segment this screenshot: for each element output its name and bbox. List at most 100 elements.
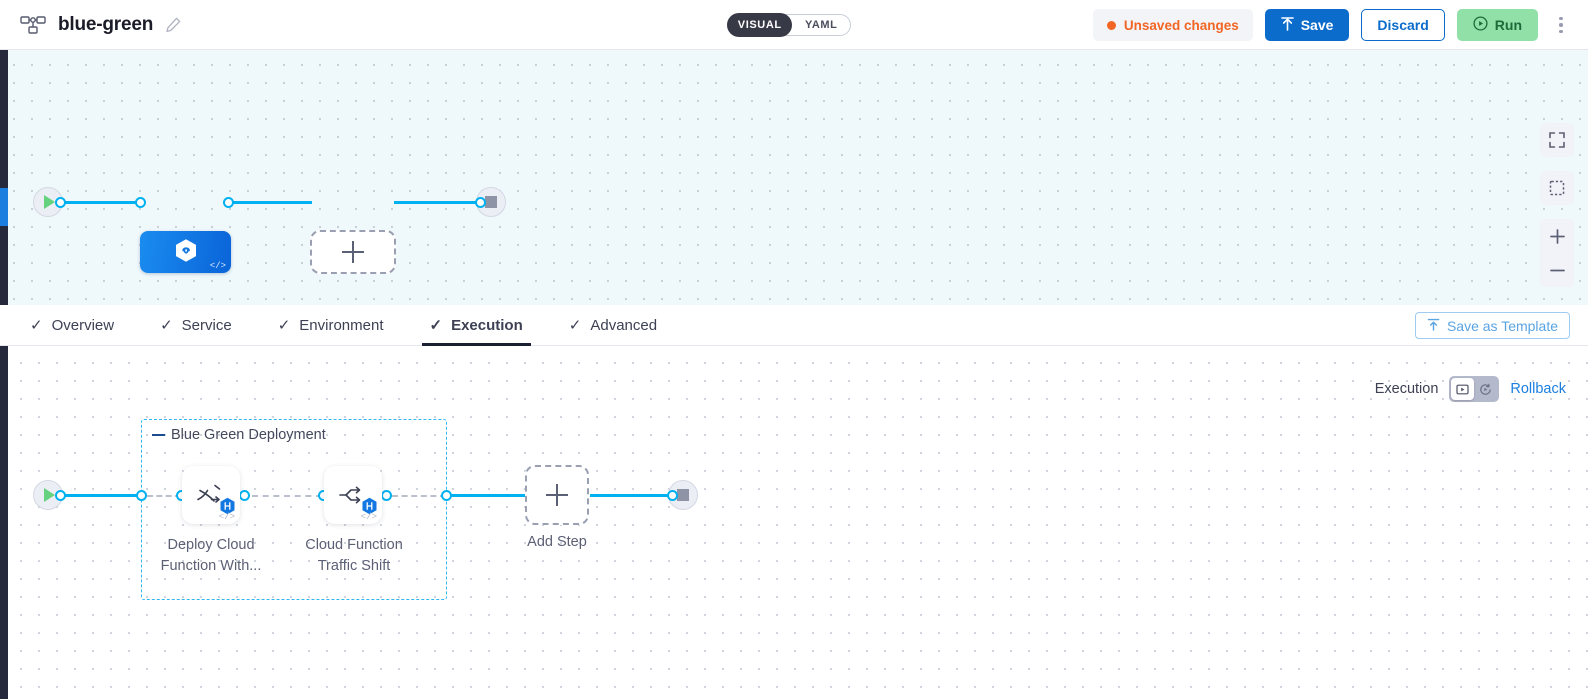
step-group-title: Blue Green Deployment [152,427,326,443]
stop-icon [485,196,497,208]
traffic-shift-icon [336,480,370,510]
save-as-template-button[interactable]: Save as Template [1414,312,1570,339]
tab-service[interactable]: ✓ Service [144,305,248,346]
tab-environment-label: Environment [299,316,384,334]
step-node-cloud-function-traffic-shift[interactable]: </> [324,466,382,524]
step1-code-badge: </> [218,512,235,522]
step2-label: Cloud Function Traffic Shift [305,537,403,574]
tab-yaml[interactable]: YAML [804,19,838,31]
header-left: blue-green [0,14,182,36]
add-step-label: Add Step [527,534,587,550]
port-group-out[interactable] [441,490,452,501]
check-icon: ✓ [160,317,173,334]
play-circle-icon [1473,16,1488,34]
execution-mode-controls: Execution Rollback [1375,376,1566,402]
tab-overview-label: Overview [51,316,115,334]
check-icon: ✓ [30,317,43,334]
zoom-controls [1540,219,1574,287]
wire-start-to-stage [58,201,142,204]
header-actions: Unsaved changes Save Discard [1092,9,1572,41]
port-stage-in[interactable] [135,197,146,208]
unsaved-dot-icon [1106,20,1116,30]
upload-arrow-icon [1280,16,1294,34]
status-badge-unsaved: Unsaved changes [1092,9,1253,41]
save-template-icon [1427,318,1440,334]
app-header: blue-green VISUAL YAML Unsaved changes [0,0,1588,50]
add-stage-button[interactable] [310,230,396,274]
tab-service-label: Service [181,316,232,334]
save-button[interactable]: Save [1264,9,1350,41]
tab-environment[interactable]: ✓ Environment [262,305,400,346]
deploy-cloud-function-icon [194,480,228,510]
view-mode-toggle[interactable]: VISUAL YAML [727,12,851,37]
pipeline-nodes-icon [20,15,46,35]
stage-canvas[interactable]: </> helloHttp Add Stage [0,50,1588,305]
zoom-in-button[interactable] [1540,219,1574,253]
pencil-icon[interactable] [165,16,182,33]
fullscreen-icon[interactable] [1540,123,1574,157]
hexagon-link-icon [173,238,199,266]
wire-step1-to-step2 [252,495,322,497]
check-icon: ✓ [429,317,443,334]
canvas-left-rail [0,50,8,305]
step1-label: Deploy Cloud Function With... [160,537,262,574]
stage-config-tabs: ✓ Overview ✓ Service ✓ Environment ✓ Exe… [0,305,1588,346]
port-end-in[interactable] [475,197,486,208]
port-step-start-out[interactable] [55,490,66,501]
play-icon [44,488,55,502]
wire-group-to-add-step [444,494,526,497]
stage-node-hellohttp[interactable]: </> [140,231,231,273]
check-icon: ✓ [277,317,291,334]
wire-start-to-group [58,494,146,497]
zoom-out-button[interactable] [1540,253,1574,287]
wire-add-step-to-end [590,494,672,497]
tab-advanced-label: Advanced [590,316,658,334]
stage-code-badge: </> [209,261,226,271]
port-step-end-in[interactable] [667,490,678,501]
canvas-rail-highlight [0,188,8,226]
save-label: Save [1300,17,1334,33]
stage-canvas-controls [1540,123,1574,287]
execution-rollback-toggle[interactable] [1449,376,1500,402]
stop-icon [677,489,689,501]
discard-label: Discard [1377,17,1429,33]
kebab-menu-icon[interactable] [1550,9,1572,41]
wire-group-in [147,495,181,497]
run-label: Run [1494,17,1522,33]
harness-hex-badge [361,497,378,515]
wire-add-to-end [394,201,480,204]
page-title: blue-green [58,13,154,35]
step-group-blue-green-deployment[interactable] [141,419,447,600]
tab-execution[interactable]: ✓ Execution [414,305,539,346]
execution-label: Execution [1374,381,1439,397]
step-canvas-left-rail [0,346,8,699]
rollback-clock-icon[interactable] [1474,378,1497,400]
dashed-square-icon[interactable] [1540,171,1574,205]
collapse-dash-icon[interactable] [152,433,165,437]
wire-step2-to-group-out [392,495,446,497]
port-step1-out[interactable] [239,490,250,501]
harness-hex-badge [219,497,236,515]
execution-steps-icon[interactable] [1451,378,1475,400]
step-canvas[interactable]: Blue Green Deployment [0,346,1588,699]
step-node-deploy-cloud-function[interactable]: </> [182,466,240,524]
rollback-link[interactable]: Rollback [1510,381,1566,397]
discard-button[interactable]: Discard [1361,9,1445,41]
tab-advanced[interactable]: ✓ Advanced [553,305,673,346]
add-step-button[interactable] [525,465,589,525]
port-group-in[interactable] [136,490,147,501]
run-button[interactable]: Run [1456,9,1538,41]
tab-overview[interactable]: ✓ Overview [14,305,130,346]
port-stage-out[interactable] [223,197,234,208]
port-start-out[interactable] [55,197,66,208]
tab-visual[interactable]: VISUAL [727,12,793,37]
wire-stage-to-add [228,201,312,204]
port-step2-out[interactable] [381,490,392,501]
step-group-title-label: Blue Green Deployment [171,427,326,443]
tab-execution-label: Execution [451,316,523,334]
step2-code-badge: </> [360,512,377,522]
save-as-template-label: Save as Template [1446,317,1558,334]
check-icon: ✓ [568,317,582,334]
play-icon [44,195,55,209]
